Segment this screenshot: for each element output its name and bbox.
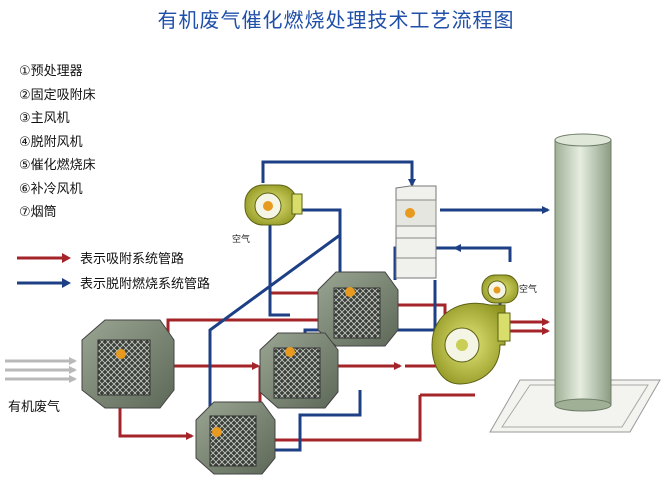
adsorption-bed-3	[195, 401, 276, 475]
blue-arrow-icon	[17, 277, 71, 288]
component-item-cooling-fan: ⑥补冷风机	[19, 181, 83, 197]
air-inlet-label-right: 空气	[519, 285, 538, 295]
catalytic-combustion-bed	[395, 185, 437, 279]
pipe-legend-adsorption: 表示吸附系统管路	[16, 245, 210, 270]
component-item-chimney: ⑦烟筒	[19, 205, 57, 220]
pipe-legend: 表示吸附系统管路 表示脱附燃烧系统管路	[16, 245, 210, 295]
cooling-fan	[481, 274, 519, 304]
badge-icon	[405, 208, 415, 218]
badge-icon	[345, 287, 355, 297]
badge-icon	[212, 427, 222, 437]
badge-icon	[285, 347, 295, 357]
component-list: ①预处理器 ②固定吸附床 ③主风机 ④脱附风机 ⑤催化燃烧床 ⑥补冷风机 ⑦烟筒	[19, 60, 96, 225]
main-fan	[431, 302, 511, 385]
component-item-main-fan: ③主风机	[19, 111, 70, 126]
diagram-title: 有机废气催化燃烧处理技术工艺流程图	[157, 8, 515, 32]
badge-icon	[116, 349, 126, 359]
badge-icon	[493, 286, 501, 294]
pipe-legend-desorption-label: 表示脱附燃烧系统管路	[80, 277, 211, 292]
component-item-adsorption-bed: ②固定吸附床	[19, 87, 96, 103]
adsorption-bed-1	[317, 271, 399, 347]
component-item-pretreatment: ①预处理器	[19, 64, 83, 79]
red-arrow-icon	[17, 252, 71, 263]
desorption-fan	[244, 184, 303, 226]
adsorption-bed-2	[259, 332, 339, 409]
inlet-arrows	[5, 357, 77, 383]
chimney	[554, 133, 612, 412]
pipe-legend-adsorption-label: 表示吸附系统管路	[80, 252, 185, 267]
air-inlet-label-top: 空气	[232, 235, 251, 245]
pipe-legend-desorption: 表示脱附燃烧系统管路	[16, 270, 210, 295]
badge-icon	[263, 201, 273, 211]
component-item-catalytic-bed: ⑤催化燃烧床	[19, 158, 96, 173]
pretreatment-unit	[81, 319, 175, 409]
inlet-label: 有机废气	[8, 400, 61, 415]
component-item-desorption-fan: ④脱附风机	[19, 134, 83, 150]
